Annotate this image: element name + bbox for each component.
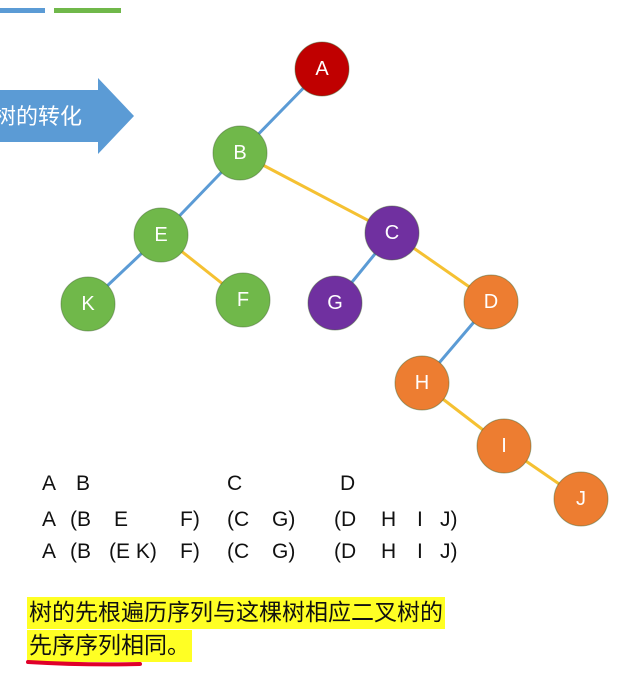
seq-cell: E [114,508,129,531]
seq-cell: G) [272,540,296,563]
node-circle [133,207,189,263]
node-circle [307,275,363,331]
seq-cell: F) [180,508,200,531]
seq-cell: J) [440,540,458,563]
banner-text: 树的转化 [0,105,82,130]
tree-node-B: B [212,125,268,181]
node-label: B [233,142,246,164]
nodes-layer: A B E K F C G D H I J [60,41,609,527]
node-label: K [81,293,95,315]
seq-cell: C [227,472,243,495]
node-circle [215,272,271,328]
node-label: A [315,58,329,80]
node-label: J [576,488,586,510]
tree-node-C: C [364,205,420,261]
seq-cell: H [381,508,397,531]
tree-node-H: H [394,355,450,411]
top-bar-green [54,8,121,13]
seq-cell: D [340,472,356,495]
node-label: C [385,222,399,244]
node-circle [364,205,420,261]
node-label: D [484,291,498,313]
note-line-1: 树的先根遍历序列与这棵树相应二叉树的 [27,597,445,629]
node-label: H [415,372,429,394]
node-circle [60,276,116,332]
node-label: I [501,435,507,457]
seq-cell: (C [227,508,250,531]
node-circle [476,418,532,474]
seq-cell: B [76,472,91,495]
note-line-2: 先序序列相同。 [27,630,192,662]
banner-arrow-shape [0,78,134,154]
tree-node-F: F [215,272,271,328]
seq-cell: G) [272,508,296,531]
top-bar-blue [0,8,45,13]
seq-cell: J) [440,508,458,531]
tree-node-I: I [476,418,532,474]
tree-node-K: K [60,276,116,332]
seq-cell: (D [334,540,357,563]
tree-node-A: A [294,41,350,97]
seq-cell: A [42,540,57,563]
node-label: G [327,292,343,314]
tree-node-G: G [307,275,363,331]
node-circle [553,471,609,527]
handwritten-underline [26,660,142,667]
seq-cell: (C [227,540,250,563]
seq-cell: (D [334,508,357,531]
seq-cell: (B [70,508,91,531]
seq-cell: F) [180,540,200,563]
seq-cell: A [42,472,57,495]
seq-cell: I [417,508,423,531]
node-label: F [237,289,249,311]
tree-node-D: D [463,274,519,330]
seq-cell: H [381,540,397,563]
node-circle [394,355,450,411]
seq-cell: (B [70,540,91,563]
node-label: E [154,224,167,246]
node-circle [294,41,350,97]
node-circle [463,274,519,330]
seq-cell: (E K) [109,540,157,563]
edge-B-C [239,151,393,235]
tree-node-J: J [553,471,609,527]
seq-cell: A [42,508,57,531]
node-circle [212,125,268,181]
tree-node-E: E [133,207,189,263]
seq-cell: I [417,540,423,563]
